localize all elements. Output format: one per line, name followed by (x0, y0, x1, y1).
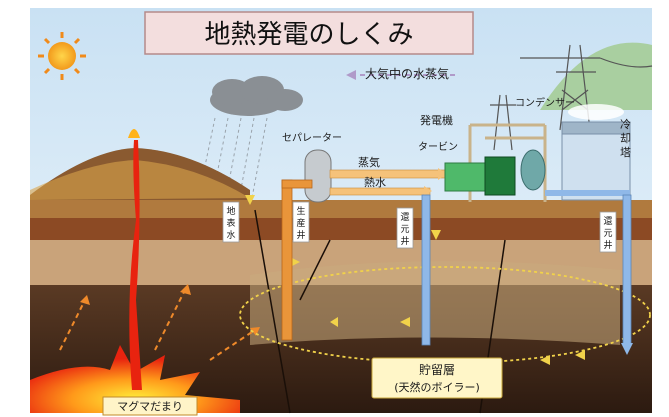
production-well-label: 生 産 井 (296, 205, 305, 241)
svg-text:元: 元 (400, 225, 409, 235)
reservoir-label-box (371, 357, 503, 399)
reinjection-well-2-label: 還 元 井 (603, 215, 612, 251)
turbine-label: タービン (418, 141, 458, 153)
heat-arrows (59, 284, 260, 361)
svg-text:生: 生 (296, 205, 305, 217)
cooling-tower-label-3: 塔 (620, 146, 631, 159)
reservoir-zone (250, 261, 620, 345)
cloud-icon (210, 76, 303, 116)
surface-water-label: 地 表 水 (226, 205, 235, 241)
ground-layer-2 (30, 218, 652, 240)
steam-in-air-arrow (346, 70, 455, 80)
generator-label: 発電機 (420, 113, 453, 127)
reinjection-arrow (621, 343, 633, 355)
reinjection-well-1-box (396, 207, 414, 249)
volcano-fume (128, 129, 140, 138)
svg-text:水: 水 (226, 229, 235, 241)
hot-water-label: 熱水 (364, 176, 386, 189)
power-pylon-2 (490, 94, 516, 151)
svg-text:地: 地 (226, 205, 235, 217)
svg-text:還: 還 (603, 215, 612, 227)
mountain (540, 42, 652, 110)
separator (304, 149, 332, 203)
svg-text:表: 表 (226, 217, 235, 229)
svg-text:還: 還 (400, 211, 409, 223)
magma-label: マグマだまり (117, 399, 183, 413)
cooling-tower-label-1: 冷 (620, 118, 631, 131)
return-pipe (545, 190, 630, 196)
steam-arrow (438, 168, 447, 180)
surface-water-box (222, 201, 240, 243)
steam-pipe (329, 169, 446, 179)
cooling-tower (561, 104, 631, 201)
reservoir-sub-label: (天然のボイラー) (394, 380, 480, 394)
flow-arrows (292, 258, 585, 365)
svg-text:元: 元 (603, 229, 612, 239)
production-well-box (292, 201, 310, 243)
steam-label: 蒸気 (358, 155, 380, 169)
svg-text:井: 井 (296, 229, 305, 241)
reinjection-well-1-label: 還 元 井 (400, 211, 409, 247)
title-box (144, 11, 474, 55)
steam-in-air-label: 大気中の水蒸気 (365, 66, 449, 81)
svg-text:井: 井 (603, 239, 612, 251)
separator-label: セパレーター (282, 132, 342, 144)
reinjection-well-1 (421, 194, 431, 346)
page-title: 地熱発電のしくみ (204, 20, 413, 50)
reinjection-well-2-box (599, 211, 617, 253)
magma-label-box (102, 396, 198, 416)
svg-text:産: 産 (296, 217, 305, 229)
reservoir-label: 貯留層 (419, 363, 455, 377)
condenser (520, 149, 546, 191)
ground-layer-1 (30, 200, 652, 218)
generator (484, 156, 516, 196)
condenser-label: コンデンサー (515, 96, 575, 109)
sun-icon (38, 32, 86, 80)
hot-water-arrow (424, 186, 432, 196)
svg-text:井: 井 (400, 235, 409, 247)
reinjection-well-2 (622, 194, 632, 346)
cooling-tower-label-2: 却 (620, 132, 631, 145)
magma-conduit (129, 140, 142, 390)
down-arrows (245, 195, 441, 240)
production-well (281, 179, 293, 341)
turbine (444, 162, 486, 192)
hot-water-pipe (329, 187, 431, 196)
